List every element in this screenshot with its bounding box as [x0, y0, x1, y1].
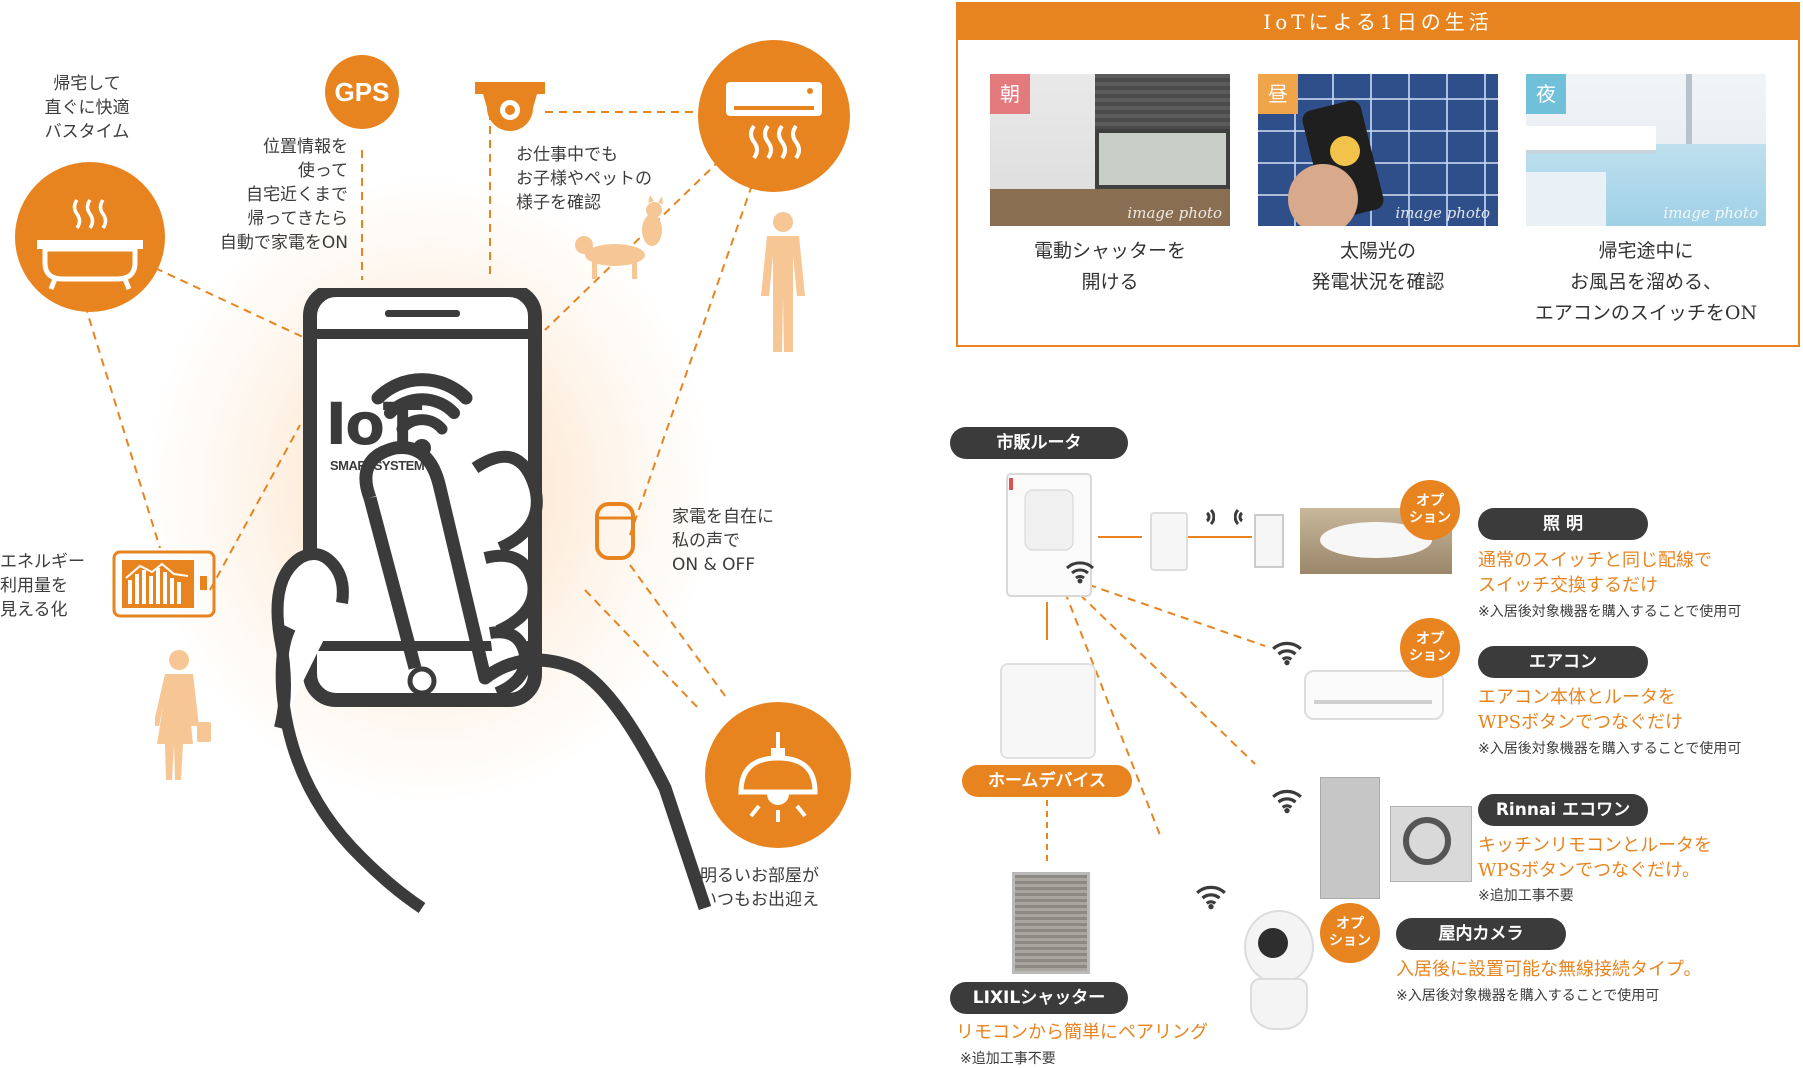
device-note-lighting: ※入居後対象機器を購入することで使用可 [1478, 604, 1742, 620]
device-label-aircon: エアコン [1478, 646, 1648, 678]
network-diagram: 市販ルータ ホームデバイス LIXILシャッター リモコンから簡単にペアリング … [950, 420, 1803, 1067]
wifi-signal-icon [1234, 508, 1244, 526]
air-conditioner-icon [726, 82, 822, 160]
option-badge-lighting: オプ ション [1400, 480, 1460, 540]
gps-circle: GPS [325, 55, 399, 129]
bath-circle [15, 162, 165, 312]
bath-text: 帰宅して 直ぐに快適 バスタイム [44, 74, 130, 142]
wifi-icon [1272, 789, 1302, 814]
image-photo-label: image photo [1395, 204, 1490, 222]
lixil-description: リモコンから簡単にペアリング [956, 1022, 1208, 1043]
router-label: 市販ルータ [950, 427, 1128, 459]
wifi-icon [1196, 885, 1226, 910]
device-note-camera: ※入居後対象機器を購入することで使用可 [1396, 988, 1660, 1004]
night-badge: 夜 [1526, 74, 1566, 114]
phone-subtitle: SMARTSYSTEM [330, 458, 425, 473]
device-note-rinnai: ※追加工事不要 [1478, 888, 1574, 904]
indoor-camera-device [1240, 910, 1314, 1030]
noon-photo: 昼 image photo [1258, 74, 1498, 226]
home-device-box [1000, 663, 1096, 759]
device-desc-lighting: 通常のスイッチと同じ配線で スイッチ交換するだけ [1478, 550, 1712, 596]
option-badge-aircon: オプ ション [1400, 618, 1460, 678]
wifi-icon [1065, 561, 1095, 584]
noon-badge: 昼 [1258, 74, 1298, 114]
aircon-circle [698, 40, 850, 192]
gps-text: 位置情報を 使って 自宅近くまで 帰ってきたら 自動で家電をON [219, 137, 348, 253]
day-life-header: IoTによる1日の生活 [958, 4, 1798, 40]
shutter-device [1012, 872, 1090, 974]
day-life-panel: IoTによる1日の生活 朝 image photo 電動シャッターを 開ける 昼… [956, 2, 1800, 347]
iot-illustration: 帰宅して 直ぐに快適 バスタイム GPS 位置情報を 使って 自宅近くまで 帰っ… [0, 0, 900, 1067]
smartphone-illustration [271, 288, 712, 913]
night-photo: 夜 image photo [1526, 74, 1766, 226]
image-photo-label: image photo [1127, 204, 1222, 222]
device-note-aircon: ※入居後対象機器を購入することで使用可 [1478, 741, 1742, 757]
option-badge-camera: オプ ション [1320, 903, 1380, 963]
rinnai-tank-device [1320, 777, 1380, 899]
camera-text: お仕事中でも お子様やペットの 様子を確認 [516, 145, 652, 213]
smart-speaker-icon [595, 502, 635, 560]
wall-switch-device [1254, 514, 1284, 568]
device-desc-aircon: エアコン本体とルータを WPSボタンでつなぐだけ [1478, 687, 1683, 733]
pendant-light-icon [738, 732, 818, 822]
bathtub-icon [37, 198, 143, 290]
wifi-signal-icon [1205, 508, 1215, 526]
device-desc-camera: 入居後に設置可能な無線接続タイプ。 [1396, 959, 1702, 980]
light-circle [705, 702, 851, 848]
wifi-icon [1272, 641, 1302, 666]
light-text: 明るいお部屋が いつもお出迎え [700, 866, 819, 910]
voice-text: 家電を自在に 私の声で ON & OFF [672, 507, 774, 575]
device-desc-rinnai: キッチンリモコンとルータを WPSボタンでつなぐだけ。 [1478, 835, 1712, 881]
businessman-silhouette-icon [761, 212, 805, 352]
repeater-device [1150, 512, 1188, 571]
pets-silhouette-icon [575, 195, 663, 279]
morning-photo: 朝 image photo [990, 74, 1230, 226]
security-camera-icon [475, 82, 545, 131]
device-label-lighting: 照 明 [1478, 508, 1648, 540]
connector-lines [84, 111, 753, 711]
home-device-label: ホームデバイス [962, 765, 1132, 797]
energy-monitor-icon [112, 550, 216, 618]
gps-icon: GPS [334, 76, 390, 107]
morning-caption: 電動シャッターを 開ける [1033, 240, 1186, 293]
device-label-rinnai: Rinnai エコワン [1478, 794, 1648, 826]
device-label-camera: 屋内カメラ [1396, 918, 1566, 950]
lixil-note: ※追加工事不要 [960, 1051, 1056, 1067]
businesswoman-silhouette-icon [155, 650, 211, 780]
image-photo-label: image photo [1663, 204, 1758, 222]
morning-badge: 朝 [990, 74, 1030, 114]
aircon-device [1304, 670, 1444, 720]
phone-title: IoT [325, 390, 423, 458]
night-caption: 帰宅途中に お風呂を溜める、 エアコンのスイッチをON [1534, 240, 1758, 324]
noon-caption: 太陽光の 発電状況を確認 [1311, 240, 1445, 293]
energy-text: エネルギー 利用量を 見える化 [0, 552, 85, 620]
rinnai-heatpump-device [1390, 806, 1472, 882]
lixil-label: LIXILシャッター [950, 982, 1128, 1014]
